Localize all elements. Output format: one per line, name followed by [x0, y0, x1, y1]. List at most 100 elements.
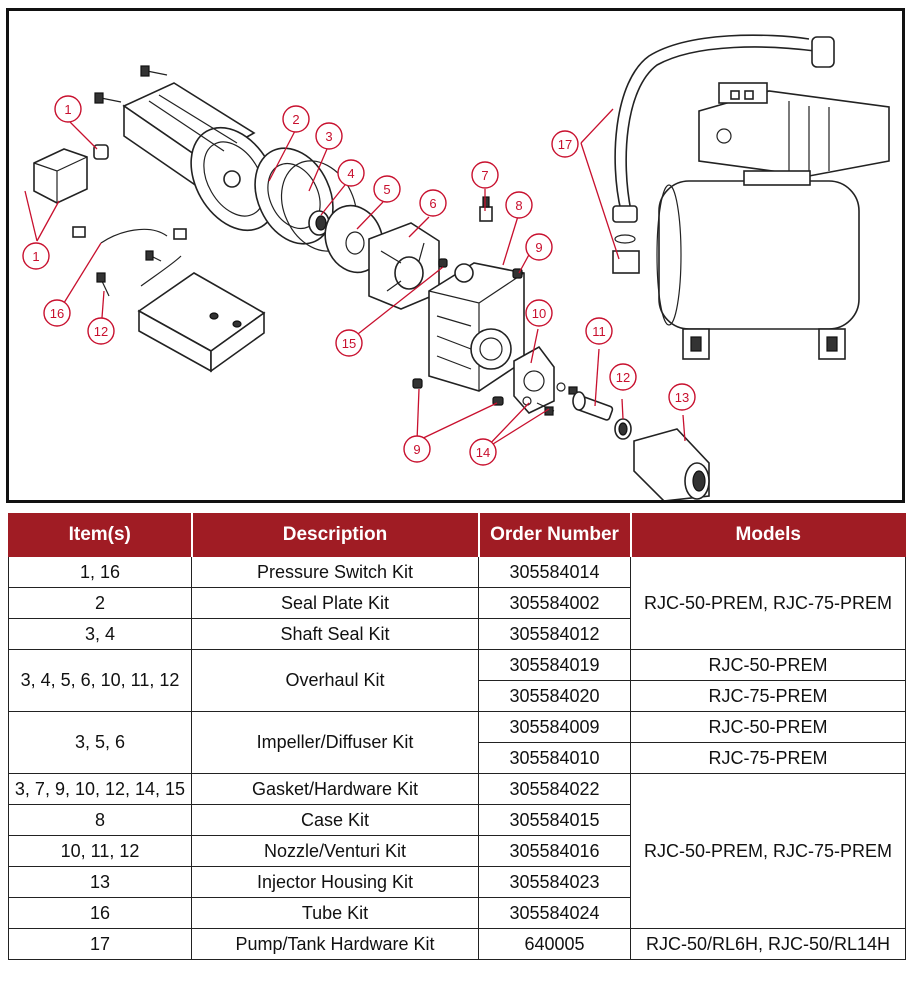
description-cell: Tube Kit [191, 897, 479, 929]
parts-table: Item(s) Description Order Number Models … [8, 513, 906, 960]
svg-text:11: 11 [592, 324, 606, 339]
motor-bracket [137, 272, 266, 373]
order-number-cell: 305584015 [478, 804, 631, 836]
case-plug [438, 258, 448, 268]
models-cell: RJC-50/RL6H, RJC-50/RL14H [630, 928, 906, 960]
items-cell: 2 [8, 587, 192, 619]
svg-text:6: 6 [429, 196, 436, 211]
injector-housing [633, 428, 710, 500]
order-number-cell: 305584014 [478, 556, 631, 588]
tank-pump [698, 82, 890, 186]
table-row: 3, 4, 5, 6, 10, 11, 12 Overhaul Kit 3055… [8, 649, 906, 712]
callout-6: 6 [419, 189, 447, 217]
table-row: 10, 11, 12 Nozzle/Venturi Kit 305584016 [8, 835, 906, 867]
description-cell: Case Kit [191, 804, 479, 836]
callout-17: 17 [551, 130, 579, 158]
models-cell: RJC-75-PREM [630, 680, 906, 712]
callout-9: 9 [525, 233, 553, 261]
description-cell: Overhaul Kit [191, 649, 479, 712]
priming-plug [479, 196, 493, 222]
items-cell: 8 [8, 804, 192, 836]
svg-text:12: 12 [94, 324, 108, 339]
venturi [572, 391, 614, 421]
description-cell: Pressure Switch Kit [191, 556, 479, 588]
table-header-row: Item(s) Description Order Number Models [8, 513, 906, 557]
diffuser [368, 222, 440, 310]
pressure-tank [656, 180, 860, 360]
hose [612, 34, 835, 274]
items-cell: 16 [8, 897, 192, 929]
svg-text:9: 9 [413, 442, 420, 457]
gasket [513, 345, 555, 414]
callout-13: 13 [668, 383, 696, 411]
svg-text:17: 17 [558, 137, 572, 152]
description-cell: Shaft Seal Kit [191, 618, 479, 650]
callout-11: 11 [585, 317, 613, 345]
description-cell: Gasket/Hardware Kit [191, 773, 479, 805]
table-row: 8 Case Kit 305584015 [8, 804, 906, 836]
models-cell: RJC-75-PREM [630, 742, 906, 774]
header-description: Description [190, 513, 479, 557]
items-cell: 3, 5, 6 [8, 711, 192, 774]
exploded-parts-diagram: 1 1 2 3 4 5 6 7 8 9 9 10 11 12 12 13 14 … [6, 8, 905, 503]
motor-bolts [94, 65, 168, 297]
description-cell: Injector Housing Kit [191, 866, 479, 898]
callout-leaders [24, 108, 686, 450]
callout-2: 2 [282, 105, 310, 133]
tube-fitting [72, 226, 86, 238]
svg-text:16: 16 [50, 306, 64, 321]
callout-10: 10 [525, 299, 553, 327]
description-cell: Impeller/Diffuser Kit [191, 711, 479, 774]
svg-text:5: 5 [383, 182, 390, 197]
table-row: 1, 16 Pressure Switch Kit 305584014 RJC-… [8, 556, 906, 650]
order-number-cell: 305584016 [478, 835, 631, 867]
table-row: 305584010 RJC-75-PREM [9, 742, 906, 774]
table-row: 3, 4 Shaft Seal Kit 305584012 [8, 618, 906, 650]
svg-text:15: 15 [342, 336, 356, 351]
order-number-cell: 305584020 [478, 680, 631, 712]
items-cell: 10, 11, 12 [8, 835, 192, 867]
svg-text:1: 1 [32, 249, 39, 264]
order-number-cell: 305584010 [478, 742, 631, 774]
items-cell: 1, 16 [8, 556, 192, 588]
svg-text:7: 7 [481, 168, 488, 183]
svg-text:1: 1 [64, 102, 71, 117]
items-cell: 13 [8, 866, 192, 898]
models-cell: RJC-50-PREM, RJC-75-PREM [630, 773, 906, 929]
order-number-cell: 305584009 [478, 711, 631, 743]
svg-text:9: 9 [535, 240, 542, 255]
callout-9b: 9 [403, 435, 431, 463]
table-row: 13 Injector Housing Kit 305584023 [8, 866, 906, 898]
callout-1b: 1 [22, 242, 50, 270]
callout-4: 4 [337, 159, 365, 187]
shaft-seal [308, 210, 330, 236]
order-number-cell: 305584002 [478, 587, 631, 619]
models-cell: RJC-50-PREM [630, 711, 906, 743]
table-row: 3, 5, 6 Impeller/Diffuser Kit 305584009 … [8, 711, 906, 774]
description-cell: Seal Plate Kit [191, 587, 479, 619]
callout-7: 7 [471, 161, 499, 189]
svg-text:14: 14 [476, 445, 490, 460]
tube-fitting-2 [173, 228, 187, 240]
callout-12: 12 [609, 363, 637, 391]
models-cell: RJC-50-PREM [630, 649, 906, 681]
description-cell: Pump/Tank Hardware Kit [191, 928, 479, 960]
motor [122, 82, 278, 232]
callout-3: 3 [315, 122, 343, 150]
callout-8: 8 [505, 191, 533, 219]
callout-12b: 12 [87, 317, 115, 345]
order-number-cell: 305584012 [478, 618, 631, 650]
order-number-cell: 305584023 [478, 866, 631, 898]
order-number-cell: 305584024 [478, 897, 631, 929]
order-number-cell: 305584022 [478, 773, 631, 805]
pump-case [428, 262, 525, 392]
callout-1: 1 [54, 95, 82, 123]
svg-text:3: 3 [325, 129, 332, 144]
svg-text:2: 2 [292, 112, 299, 127]
table-row: 3, 7, 9, 10, 12, 14, 15 Gasket/Hardware … [8, 773, 906, 929]
pressure-tube [100, 228, 182, 287]
items-cell: 17 [8, 928, 192, 960]
items-cell: 3, 4 [8, 618, 192, 650]
svg-text:12: 12 [616, 370, 630, 385]
svg-text:8: 8 [515, 198, 522, 213]
